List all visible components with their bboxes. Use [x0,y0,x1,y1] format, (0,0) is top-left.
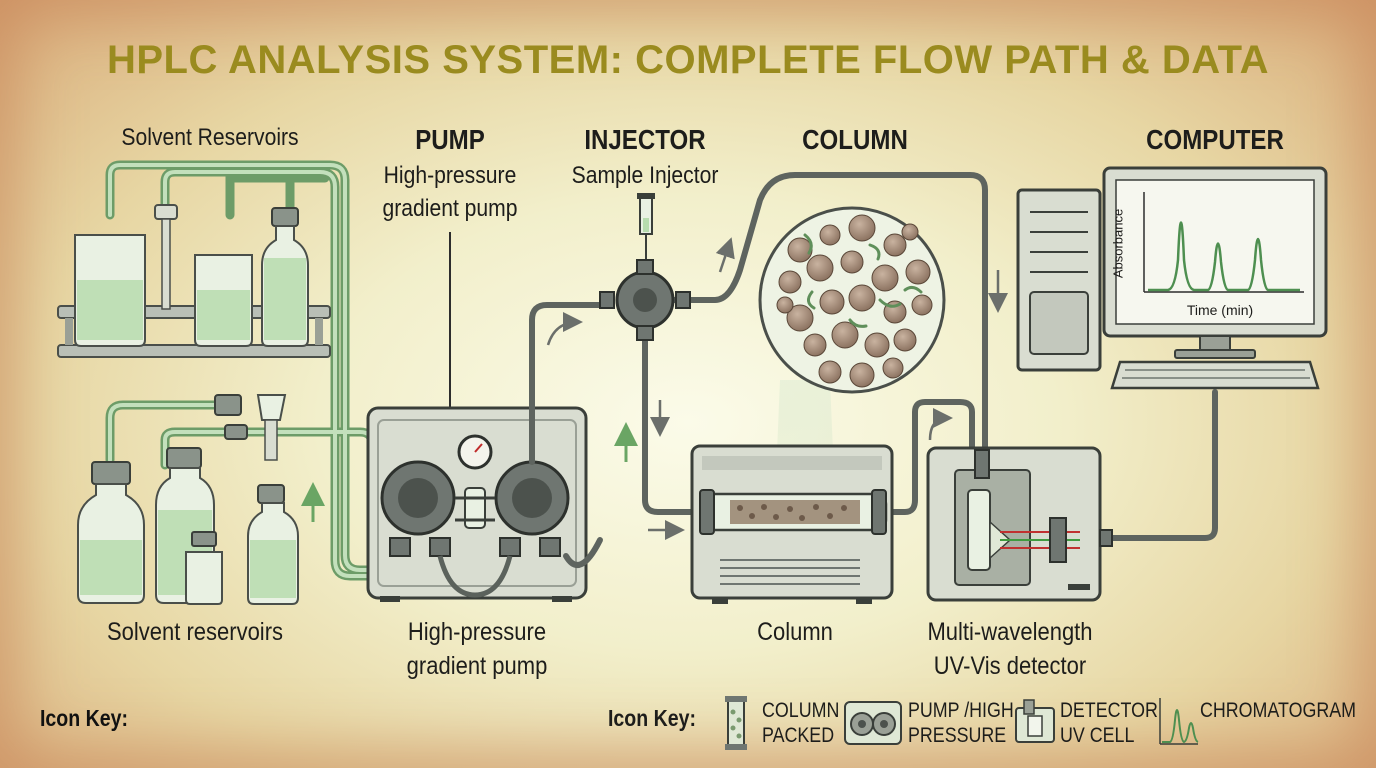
solvent-reservoir-rack [57,204,331,358]
icon-key-left-heading: Icon Key: [40,705,129,731]
computer-workstation [1016,166,1328,390]
flow-tubing [529,172,1218,568]
label-pump-sub-line1: High-pressure [383,162,517,189]
label-detector-line2: UV-Vis detector [933,652,1087,680]
screen-x-axis-label: Time (min) [1186,302,1254,318]
injector-valve [599,193,691,341]
flow-arrows [546,237,1008,540]
icon-key-chromatogram-line1: CHROMATOGRAM [1200,699,1357,722]
label-pump-head: PUMP [415,124,485,155]
column-oven [690,380,894,604]
label-pump-sub-line2: gradient pump [382,195,518,222]
page-title: HPLC ANALYSIS SYSTEM: COMPLETE FLOW PATH… [106,38,1269,82]
label-injector-sub: Sample Injector [571,162,719,189]
label-computer-head: COMPUTER [1146,124,1284,155]
icon-key-detector-line1: DETECTOR [1060,699,1158,722]
label-injector-head: INJECTOR [584,124,706,155]
label-column-bottom: Column [757,618,833,646]
chromatogram-icon [1159,698,1199,745]
pump-unit [366,406,588,602]
column-packed-icon [725,696,747,750]
solvent-tubing [105,160,400,581]
icon-key-detector-line2: UV CELL [1060,724,1135,747]
uv-vis-detector [926,446,1113,602]
column-magnified-view [758,206,946,394]
icon-key-pump-line1: PUMP /HIGH [908,699,1014,722]
screen-y-axis-label: Absorbance [1110,208,1126,279]
label-detector-line1: Multi-wavelength [927,618,1093,646]
label-pump-bottom-line2: gradient pump [406,652,548,680]
detector-icon [1015,699,1055,743]
solvent-tubing-inner [108,163,397,578]
icon-key-pump-line2: PRESSURE [908,724,1007,747]
pump-icon [844,701,902,745]
label-solvent-reservoirs-top: Solvent Reservoirs [121,124,299,151]
icon-key-column-line1: COLUMN [762,699,840,722]
label-pump-bottom-line1: High-pressure [407,618,547,646]
solvent-reservoir-bottles [77,394,299,605]
label-solvent-reservoirs-bottom: Solvent reservoirs [106,618,284,646]
icon-key-column-line2: PACKED [762,724,835,747]
label-column-head: COLUMN [802,124,908,155]
icon-key-heading: Icon Key: [608,705,697,731]
